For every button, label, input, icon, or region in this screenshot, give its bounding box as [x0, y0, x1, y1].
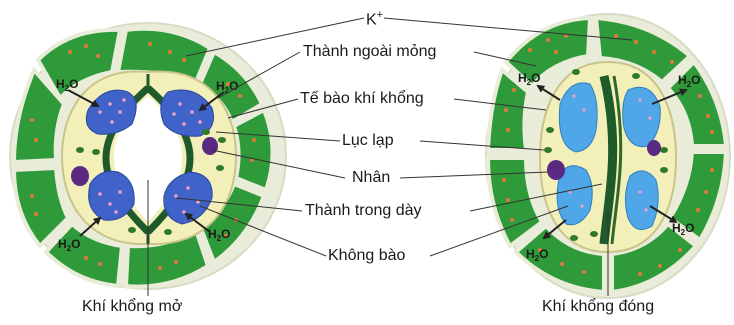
nucleus-open-left — [71, 166, 89, 186]
caption-open-stoma: Khí khổng mở — [82, 298, 182, 316]
label-potassium: K+ — [366, 6, 383, 29]
caption-closed-stoma: Khí khổng đóng — [542, 298, 654, 316]
nucleus-closed-right — [647, 140, 661, 156]
label-thin-outer-wall: Thành ngoài mỏng — [303, 43, 436, 61]
label-nucleus: Nhân — [352, 169, 390, 187]
label-chloroplast: Lục lạp — [342, 132, 394, 150]
potassium-charge: + — [377, 9, 383, 21]
label-guard-cell: Tế bào khí khổng — [300, 90, 424, 108]
label-thick-inner-wall: Thành trong dày — [305, 202, 422, 220]
label-vacuole: Không bào — [328, 247, 405, 265]
nucleus-closed-left — [547, 160, 565, 180]
nucleus-open-right — [202, 137, 218, 155]
potassium-symbol: K — [366, 11, 377, 28]
